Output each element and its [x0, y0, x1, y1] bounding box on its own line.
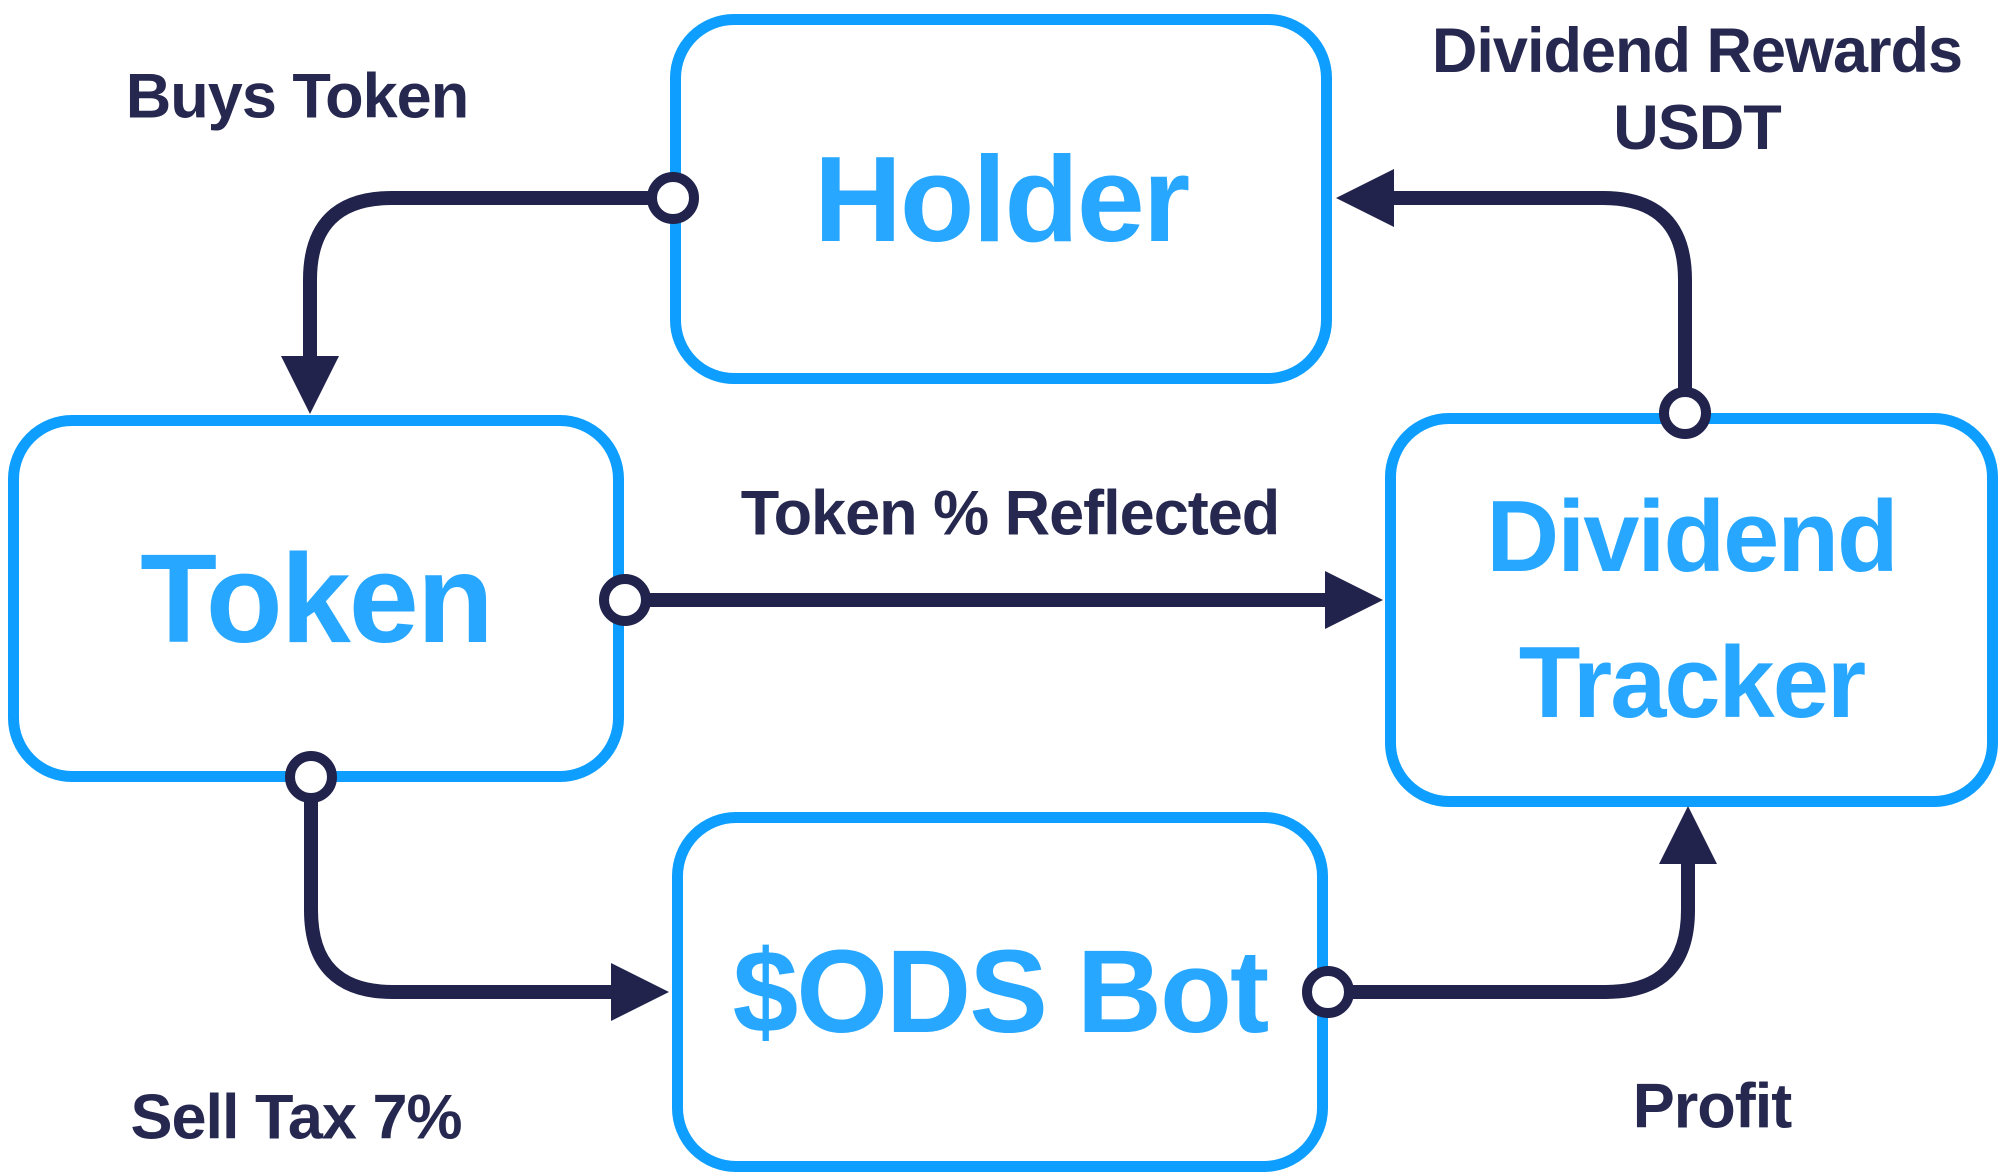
connector-buys-token: [303, 191, 673, 358]
node-holder: Holder: [670, 14, 1332, 384]
edge-label-buys-token: Buys Token: [125, 61, 469, 132]
arrowhead-right-icon: [611, 963, 669, 1021]
connector-profit: [1328, 862, 1695, 999]
arrowhead-down-icon: [281, 356, 339, 414]
node-token-label: Token: [140, 527, 494, 669]
edge-label-sell-tax: Sell Tax 7%: [130, 1082, 462, 1153]
node-dividend-tracker-line2: Tracker: [1518, 627, 1866, 739]
arrowhead-left-icon: [1336, 169, 1394, 227]
edge-label-dividend-rewards-line1: Dividend Rewards: [1431, 16, 1963, 87]
node-dividend-tracker-label: Dividend Tracker: [1486, 464, 1898, 757]
node-token: Token: [8, 415, 624, 782]
arrowhead-up-icon: [1659, 806, 1717, 864]
arrowhead-right-icon: [1325, 571, 1383, 629]
node-ods-bot: $ODS Bot: [672, 812, 1328, 1172]
edge-label-dividend-rewards: Dividend Rewards USDT: [1431, 13, 1963, 167]
node-dividend-tracker: Dividend Tracker: [1385, 413, 1998, 807]
connector-dividend-rewards: [1392, 191, 1692, 413]
connector-sell-tax: [304, 777, 612, 999]
node-ods-bot-label: $ODS Bot: [732, 926, 1270, 1058]
node-dividend-tracker-line1: Dividend: [1486, 480, 1898, 593]
node-holder-label: Holder: [813, 131, 1190, 267]
edge-label-token-reflected: Token % Reflected: [740, 478, 1280, 549]
edge-label-profit: Profit: [1632, 1071, 1792, 1142]
edge-label-dividend-rewards-line2: USDT: [1613, 93, 1782, 163]
